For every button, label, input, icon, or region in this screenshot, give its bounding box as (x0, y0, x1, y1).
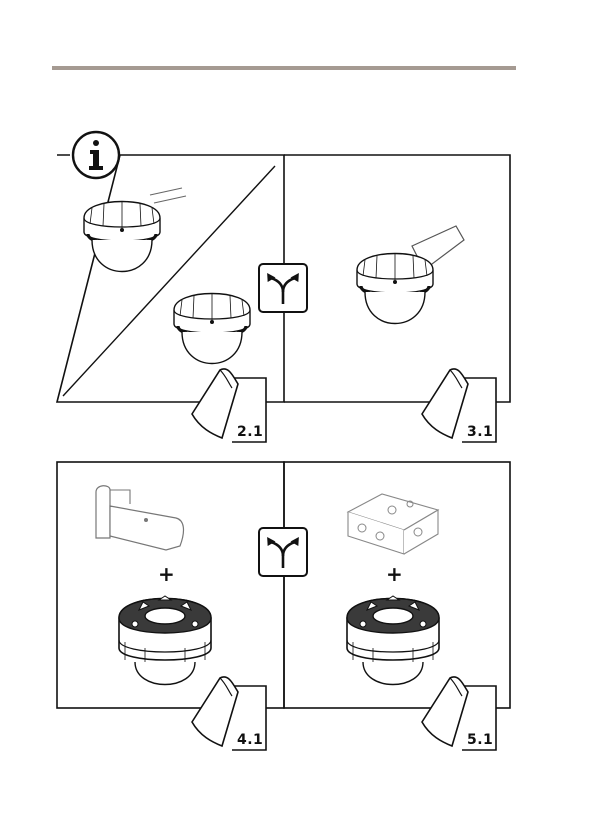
reference-number: 5.1 (467, 732, 493, 748)
reference-number: 2.1 (237, 424, 263, 440)
panel-top-right (284, 155, 510, 402)
plus-symbol: + (158, 562, 175, 586)
reference-number: 4.1 (237, 732, 263, 748)
info-icon (73, 132, 119, 178)
choice-arrow-icon-bottom (259, 528, 307, 576)
plus-symbol: + (386, 562, 403, 586)
choice-arrow-icon-top (259, 264, 307, 312)
reference-number: 3.1 (467, 424, 493, 440)
panel-top-left (57, 155, 284, 402)
